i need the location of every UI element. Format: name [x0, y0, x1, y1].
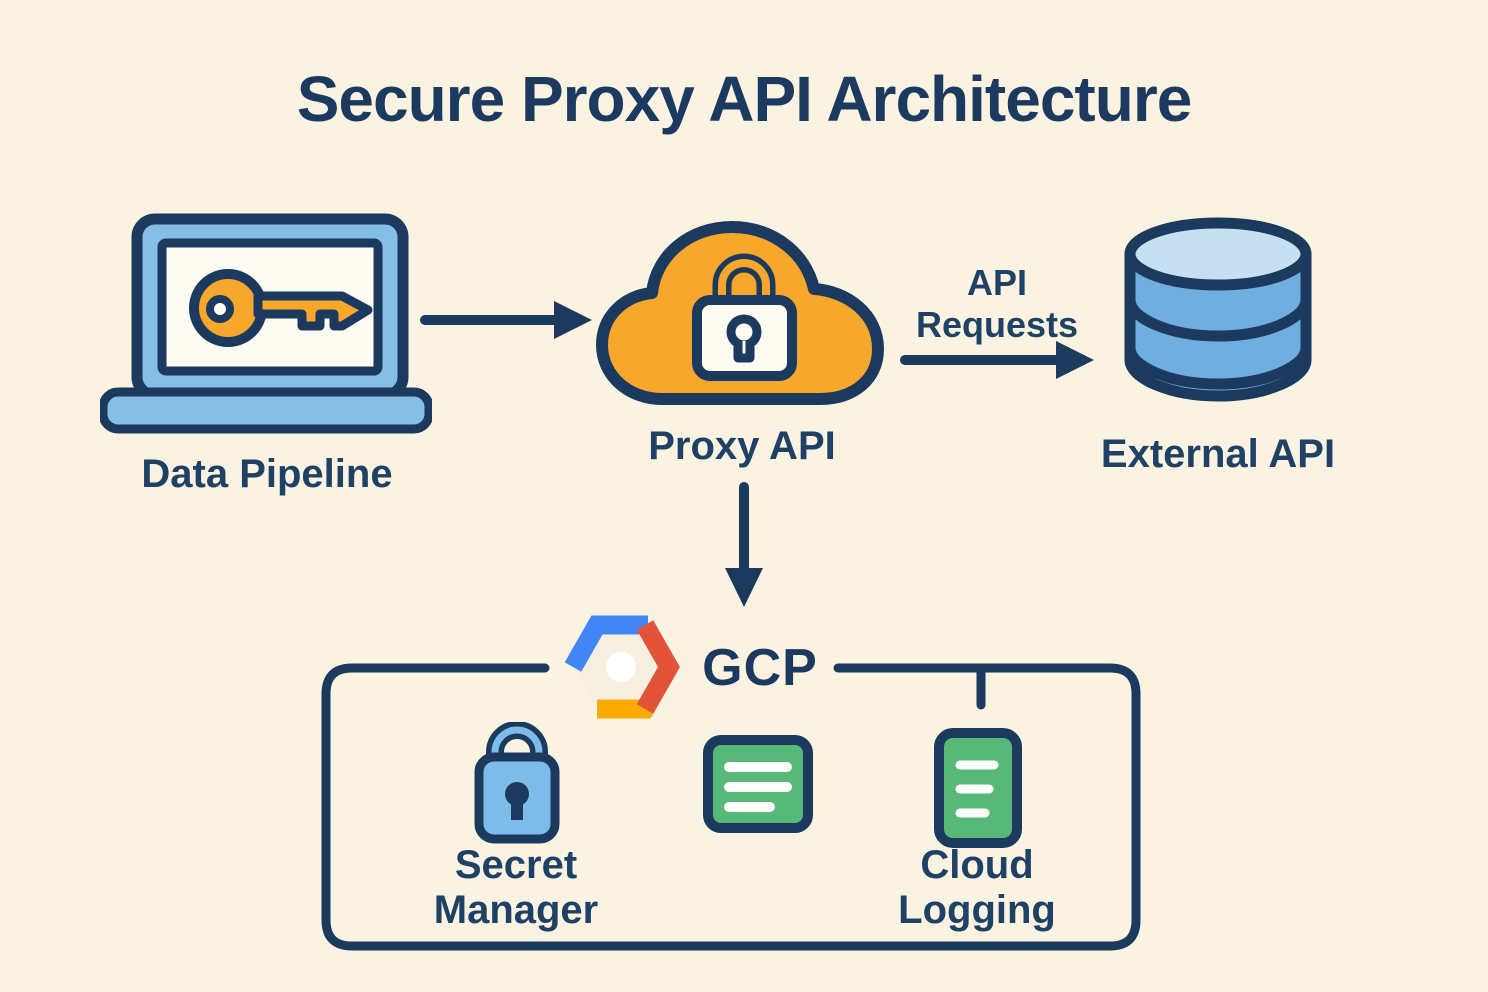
label-line: External API [1100, 432, 1336, 476]
label-line: Data Pipeline [141, 452, 393, 496]
secret-manager-lock-icon [474, 722, 560, 844]
label-line: API [966, 262, 1027, 303]
gcp-box-outline [321, 663, 1141, 951]
gcp-label: GCP [700, 638, 820, 698]
api-requests-label: API Requests [872, 262, 1122, 347]
cloud-lock-icon [596, 221, 884, 405]
label-line: Secret [454, 843, 578, 887]
proxy-api-label: Proxy API [592, 424, 892, 469]
arrow-proxy-to-gcp [725, 482, 763, 607]
page-title: Secure Proxy API Architecture [296, 63, 1193, 135]
label-line: Manager [433, 887, 599, 932]
document-lines-icon [703, 735, 813, 833]
label-line: Logging [898, 887, 1056, 932]
label-line: Proxy API [648, 424, 836, 468]
key-icon [189, 269, 373, 347]
secret-manager-label: Secret Manager [366, 843, 666, 933]
label-line: Cloud [920, 843, 1034, 887]
label-line: GCP [702, 639, 818, 697]
arrow-pipeline-to-proxy [420, 301, 592, 339]
gcp-hexagon-icon [564, 615, 680, 719]
log-document-icon [934, 728, 1022, 848]
data-pipeline-label: Data Pipeline [92, 452, 442, 497]
database-icon [1124, 217, 1312, 402]
arrow-proxy-to-external [900, 341, 1094, 379]
external-api-label: External API [1058, 432, 1378, 477]
cloud-logging-label: Cloud Logging [827, 843, 1127, 933]
laptop-key-icon [100, 213, 432, 434]
label-line: Requests [915, 304, 1079, 346]
lock-icon [692, 253, 797, 381]
